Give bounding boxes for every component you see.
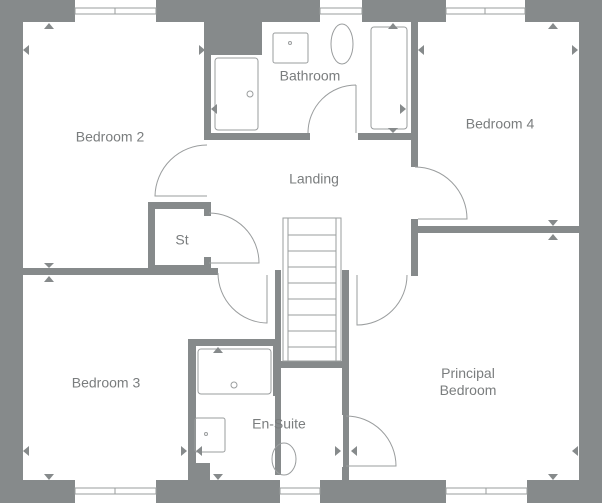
toilet-ensuite [271, 442, 297, 476]
door-bedroom4[interactable] [414, 166, 468, 220]
door-ensuite[interactable] [345, 415, 397, 467]
wall-bath-bottom-b [358, 133, 418, 140]
door-bedroom3[interactable] [217, 272, 268, 324]
measurement-markers [23, 23, 578, 480]
wall-ens-bath-right [273, 339, 280, 396]
door-bathroom[interactable] [307, 84, 357, 134]
wall-top-a [0, 0, 75, 22]
wall-bottom-d [527, 480, 602, 503]
wall-pb-top-left [411, 219, 418, 276]
shower-tray-bath [214, 57, 259, 131]
bath-ensuite [197, 348, 272, 395]
room-label-bedroom-2: Bedroom 2 [75, 128, 145, 145]
wall-bottom-b [156, 480, 280, 503]
toilet-bath [330, 23, 354, 65]
room-label-storage: St [175, 231, 189, 248]
wall-top-d [525, 0, 602, 22]
wall-ens-left [188, 339, 196, 480]
wall-bed4-bottom [418, 226, 579, 233]
wall-top-c [362, 0, 446, 22]
wall-ens-corner [188, 463, 210, 480]
wall-ens-top [188, 339, 275, 346]
room-label-bedroom-4: Bedroom 4 [465, 115, 535, 132]
wall-bath-left [204, 0, 211, 140]
bathtub [370, 26, 408, 130]
wall-st-top [148, 202, 211, 209]
room-label-landing: Landing [289, 170, 339, 187]
wall-pb-left-lower [342, 270, 349, 415]
wall-st-jamb2 [204, 257, 211, 271]
principal-line-2: Bedroom [439, 382, 497, 398]
windows [74, 7, 528, 495]
basin-bath [272, 32, 309, 64]
room-label-en-suite: En-Suite [252, 415, 306, 432]
wall-right [579, 0, 602, 503]
door-bedroom2[interactable] [154, 144, 208, 197]
staircase[interactable] [282, 217, 342, 362]
wall-bath-bottom-a [204, 133, 310, 140]
door-storage[interactable] [208, 212, 260, 264]
wall-bottom-c [320, 480, 446, 503]
wall-bath-pillar [204, 0, 262, 55]
basin-ensuite [194, 417, 226, 453]
wall-left [0, 0, 23, 503]
principal-line-1: Principal [441, 365, 495, 381]
wall-pb-left-bottom [342, 467, 349, 480]
wall-bed3-top [23, 268, 218, 275]
room-label-bedroom-3: Bedroom 3 [71, 374, 141, 391]
wall-st-left [148, 202, 155, 270]
room-label-principal-bedroom: Principal Bedroom [440, 365, 497, 399]
wall-st-jamb [204, 202, 211, 216]
wall-stair-bottom [275, 361, 349, 368]
wall-bottom-a [0, 480, 75, 503]
window-bath [319, 7, 363, 15]
window-ensuite [279, 487, 321, 495]
wall-bed4-left [411, 22, 418, 167]
room-label-bathroom: Bathroom [279, 67, 341, 84]
fixtures [154, 23, 468, 476]
door-principal[interactable] [356, 274, 408, 326]
